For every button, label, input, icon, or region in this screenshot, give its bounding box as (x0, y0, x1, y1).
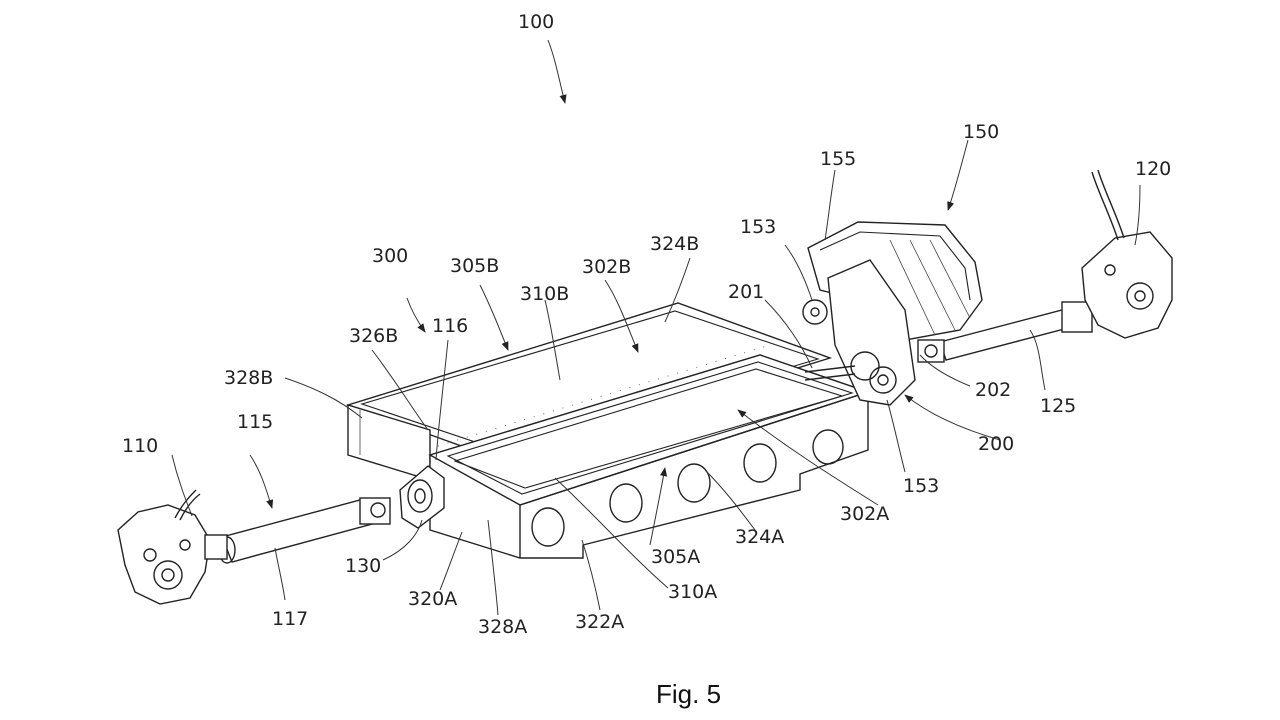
leader-lines (171, 39, 1141, 616)
ref-320A: 320A (408, 588, 457, 610)
ref-322A: 322A (575, 611, 624, 633)
ref-117: 117 (272, 608, 308, 630)
ref-110: 110 (122, 435, 158, 457)
ref-120: 120 (1135, 158, 1171, 180)
ref-326B: 326B (349, 325, 398, 347)
battery-module-a (428, 344, 871, 559)
ref-130: 130 (345, 555, 381, 577)
ref-300: 300 (372, 245, 408, 267)
ref-302A: 302A (840, 503, 889, 525)
front-drive-unit (117, 489, 211, 605)
rear-drive-unit (1081, 169, 1173, 339)
ref-125: 125 (1040, 395, 1076, 417)
reference-numerals: 100 110 115 116 117 120 125 130 150 153 … (122, 11, 1171, 638)
ref-310B: 310B (520, 283, 569, 305)
ref-116: 116 (432, 315, 468, 337)
ref-201: 201 (728, 281, 764, 303)
ref-302B: 302B (582, 256, 631, 278)
ref-200: 200 (978, 433, 1014, 455)
ref-150: 150 (963, 121, 999, 143)
ref-100: 100 (518, 11, 554, 33)
ref-115: 115 (237, 411, 273, 433)
ref-153-lower: 153 (903, 475, 939, 497)
ref-155: 155 (820, 148, 856, 170)
front-drive-shaft (204, 497, 391, 564)
gearbox (802, 259, 916, 406)
ref-305A: 305A (651, 546, 700, 568)
ref-328B: 328B (224, 367, 273, 389)
ref-305B: 305B (450, 255, 499, 277)
ref-324A: 324A (735, 526, 784, 548)
ref-328A: 328A (478, 616, 527, 638)
ref-202: 202 (975, 379, 1011, 401)
rear-drive-shaft (917, 301, 1093, 363)
figure-caption: Fig. 5 (656, 679, 721, 709)
ref-153-upper: 153 (740, 216, 776, 238)
ref-310A: 310A (668, 581, 717, 603)
coupling-flange (399, 465, 445, 529)
ref-324B: 324B (650, 233, 699, 255)
